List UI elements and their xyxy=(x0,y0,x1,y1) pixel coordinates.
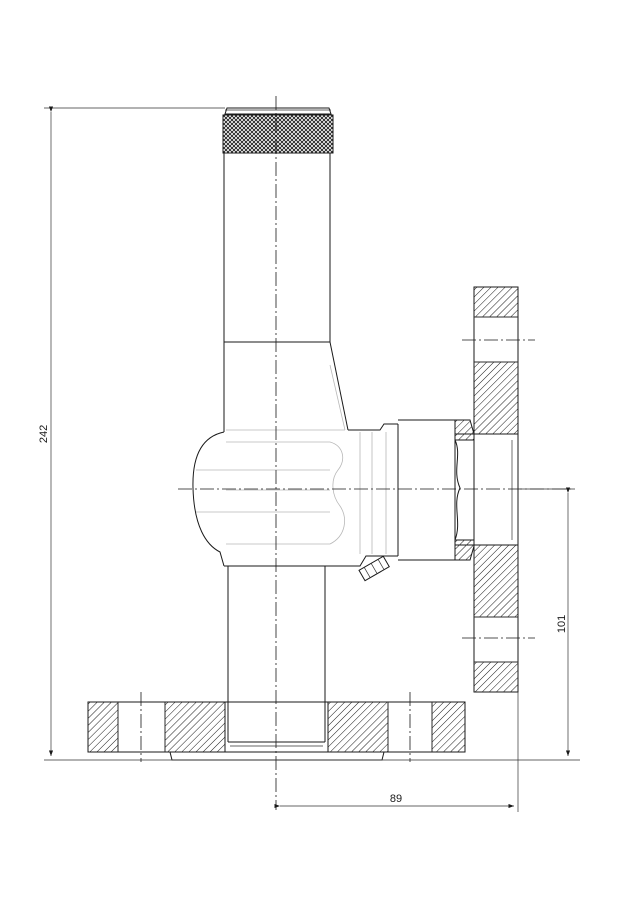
overall-height-label: 242 xyxy=(38,425,50,443)
port-offset-label: 89 xyxy=(390,793,402,805)
valve-body xyxy=(192,364,456,582)
dimension-port-height: 101 xyxy=(520,487,575,756)
lower-stem xyxy=(227,566,326,747)
upper-stem xyxy=(223,153,349,432)
bottom-flange xyxy=(87,692,466,762)
dimension-overall-height: 242 xyxy=(38,106,580,761)
knob xyxy=(222,107,334,154)
side-flange xyxy=(454,286,535,693)
port-height-label: 101 xyxy=(556,615,568,633)
knurled-grip xyxy=(222,114,334,154)
drain-plug xyxy=(358,555,390,582)
dimension-port-offset: 89 xyxy=(274,692,519,812)
